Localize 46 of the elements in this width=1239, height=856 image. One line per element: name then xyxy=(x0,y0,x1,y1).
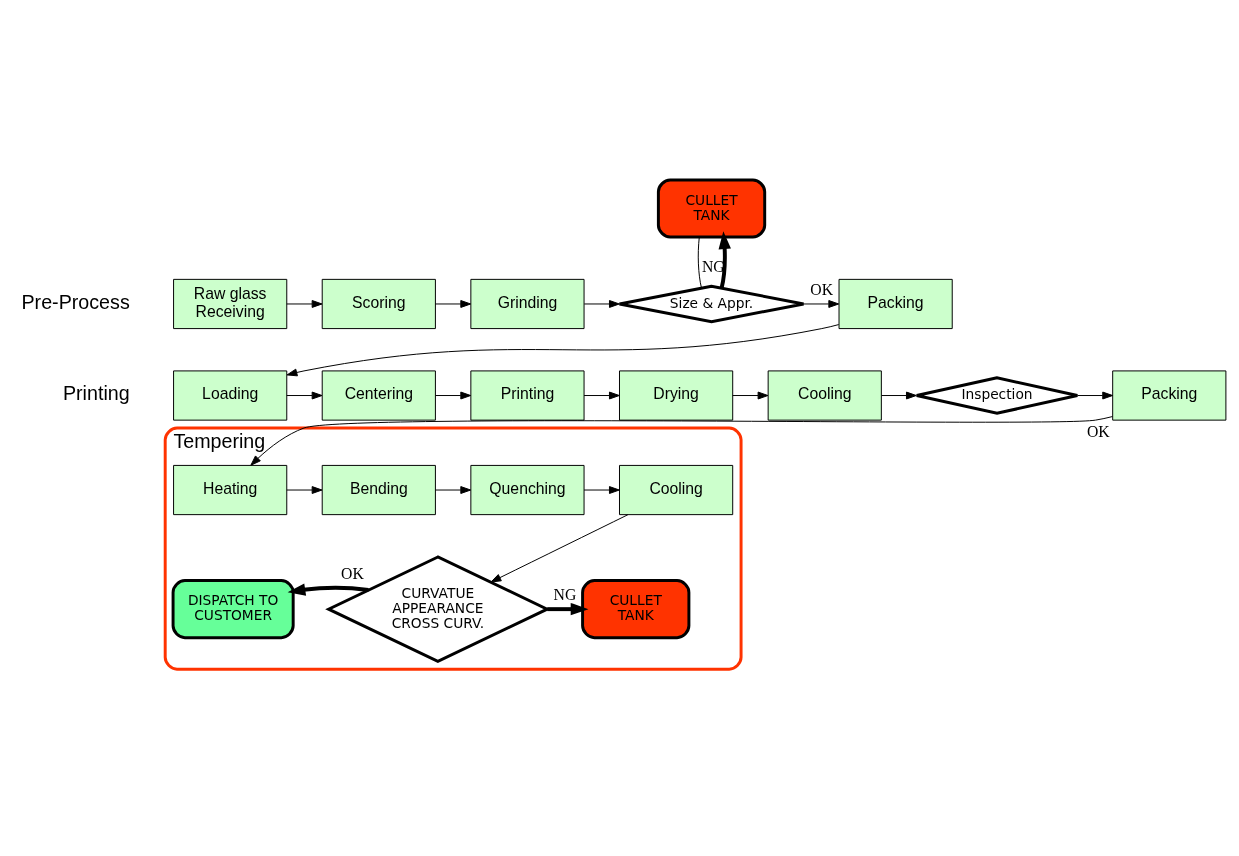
node-box: Centering xyxy=(321,369,436,421)
node-box: Loading xyxy=(173,369,288,421)
node-box: DISPATCH TO CUSTOMER xyxy=(171,578,295,639)
arrow xyxy=(287,582,369,596)
node-box: CULLET TANK xyxy=(581,578,691,639)
node-box: Scoring xyxy=(321,278,436,329)
arrow xyxy=(250,415,1113,466)
node-box: Drying xyxy=(619,369,734,421)
label: Printing xyxy=(62,381,130,404)
arrow xyxy=(547,602,589,615)
node-box: Bending xyxy=(321,464,436,515)
arrow xyxy=(1076,391,1114,399)
arrow xyxy=(434,391,472,399)
node-diamond: Inspection xyxy=(915,375,1079,415)
arrow xyxy=(286,485,323,494)
arrow xyxy=(732,391,769,399)
node-box: Cooling xyxy=(619,464,734,515)
node-box: Cooling xyxy=(767,369,882,421)
node-box: Quenching xyxy=(470,464,585,515)
arrow xyxy=(803,299,840,308)
label: Pre-Process xyxy=(21,290,130,313)
arrow xyxy=(583,299,620,308)
arrow xyxy=(583,485,620,494)
edge-label: NG xyxy=(701,257,725,275)
edge-label: OK xyxy=(1086,422,1110,440)
node-diamond: Size & Appr. xyxy=(618,284,806,323)
node-box: Packing xyxy=(838,278,953,329)
arrow xyxy=(434,299,472,308)
arrow xyxy=(286,299,323,308)
node-box: Grinding xyxy=(470,278,585,329)
arrow xyxy=(490,513,629,583)
edge-label: OK xyxy=(810,280,834,298)
arrow xyxy=(583,391,620,399)
node-box: Packing xyxy=(1112,369,1227,421)
connector xyxy=(697,236,702,289)
arrow xyxy=(434,485,472,494)
node-box: CULLET TANK xyxy=(656,177,767,238)
node-box: Raw glass Receiving xyxy=(173,278,288,329)
arrow xyxy=(286,323,840,376)
edge-label: OK xyxy=(341,564,364,582)
node-box: Printing xyxy=(470,369,585,421)
arrow xyxy=(718,230,731,289)
node-box: Heating xyxy=(173,464,288,515)
edge-label: NG xyxy=(553,585,577,603)
arrow xyxy=(881,391,917,399)
arrow xyxy=(286,391,323,399)
